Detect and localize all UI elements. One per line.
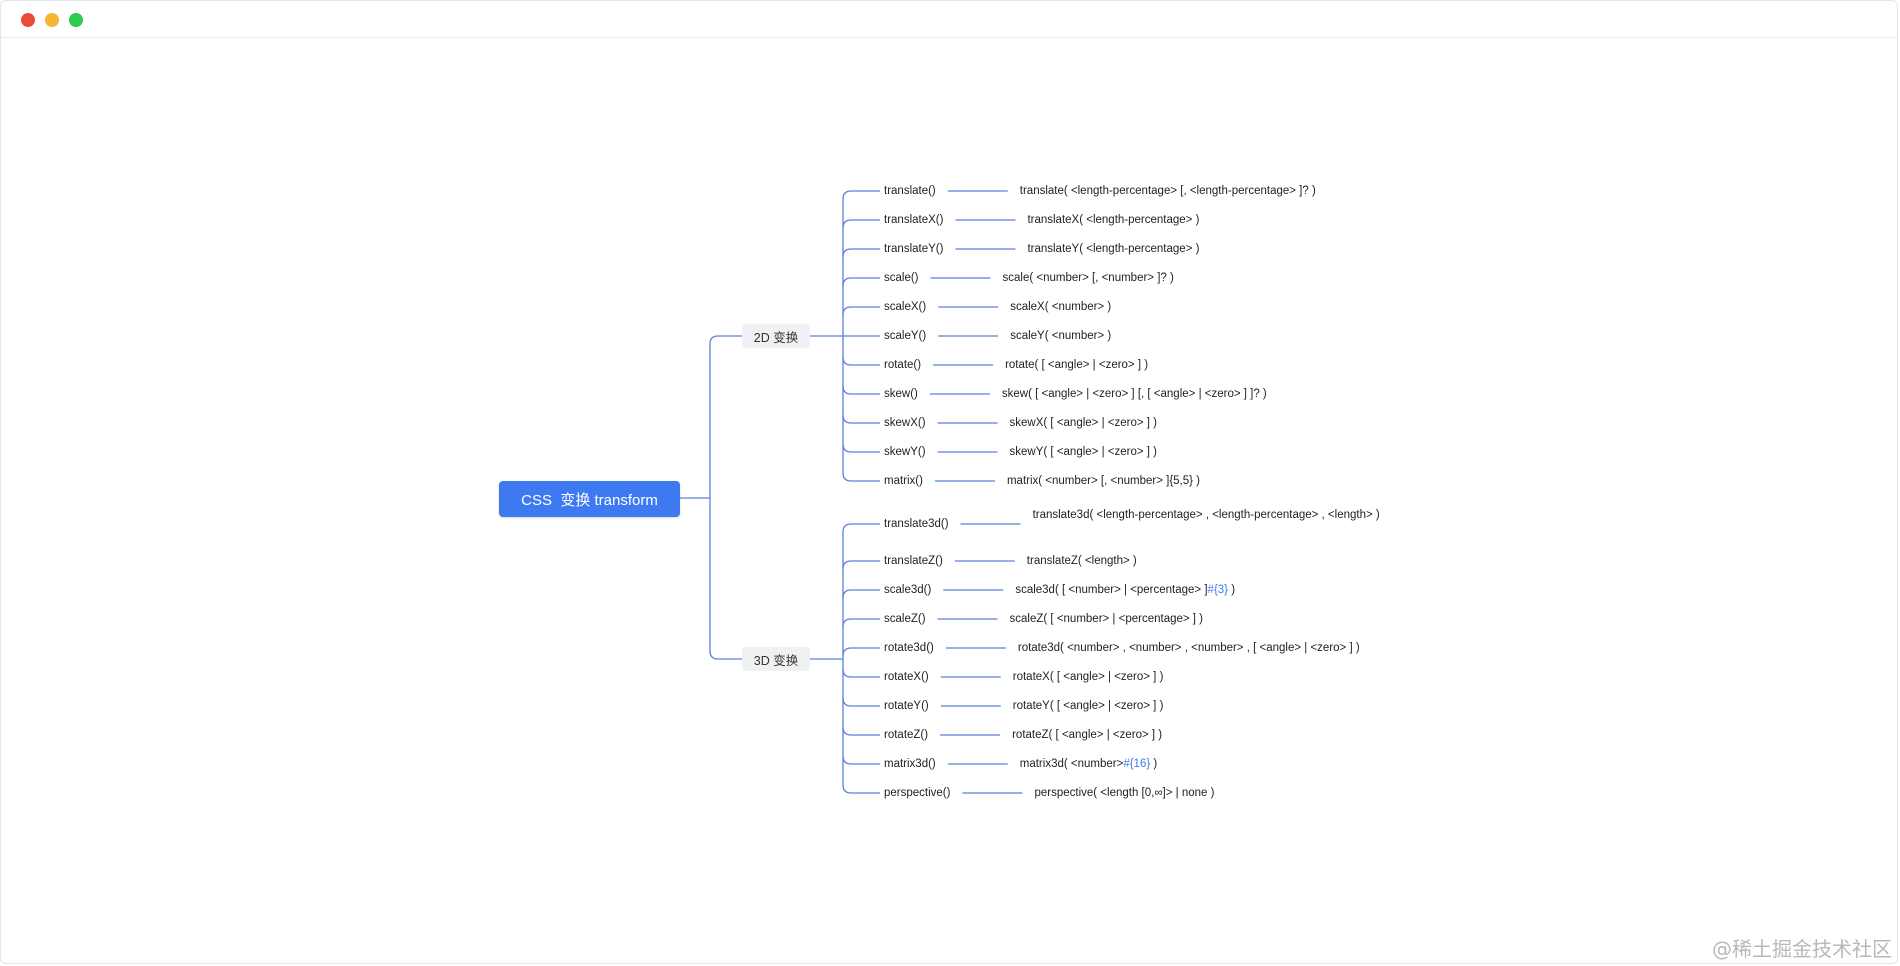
- function-node[interactable]: translate3d(): [884, 518, 949, 530]
- syntax-node[interactable]: scaleX( <number> ): [1010, 298, 1111, 316]
- item-connector: [842, 306, 880, 316]
- syntax-text: rotateX( [ <angle> | <zero> ] ): [1012, 671, 1164, 683]
- item-connector: [842, 697, 880, 707]
- syntax-node[interactable]: matrix3d( <number>#{16} ): [1020, 755, 1157, 773]
- function-node[interactable]: perspective(): [884, 787, 951, 799]
- function-node[interactable]: skewX(): [884, 417, 926, 429]
- syntax-node[interactable]: skewX( [ <angle> | <zero> ] ): [1010, 414, 1157, 432]
- syntax-text: translateY( <length-percentage> ): [1027, 243, 1200, 255]
- function-node[interactable]: rotateX(): [884, 671, 929, 683]
- item-connector: [842, 523, 880, 533]
- syntax-node[interactable]: rotateX( [ <angle> | <zero> ] ): [1013, 668, 1164, 686]
- item-connector: [842, 618, 880, 628]
- syntax-node[interactable]: translateY( <length-percentage> ): [1027, 240, 1199, 258]
- item-connector: [842, 277, 880, 287]
- syntax-text: scaleX( <number> ): [1010, 301, 1112, 313]
- syntax-text: rotateY( [ <angle> | <zero> ] ): [1012, 700, 1164, 712]
- item-connector: [842, 190, 880, 200]
- syntax-node[interactable]: perspective( <length [0,∞]> | none ): [1034, 784, 1214, 802]
- function-node[interactable]: skewY(): [884, 446, 926, 458]
- syntax-highlight: #{3}: [1207, 584, 1229, 596]
- syntax-node[interactable]: skew( [ <angle> | <zero> ] [, [ <angle> …: [1002, 385, 1267, 403]
- item-connector: [842, 726, 880, 736]
- function-node[interactable]: translate(): [884, 185, 936, 197]
- function-node[interactable]: scaleZ(): [884, 613, 926, 625]
- syntax-node[interactable]: translate( <length-percentage> [, <lengt…: [1020, 182, 1316, 200]
- branch-node-3d[interactable]: 3D 变换: [742, 647, 810, 671]
- syntax-tail: ): [1150, 758, 1158, 770]
- syntax-text: matrix( <number> [, <number> ]{5,5} ): [1006, 475, 1201, 487]
- close-window-button[interactable]: [21, 13, 35, 27]
- syntax-node[interactable]: translate3d( <length-percentage> , <leng…: [1033, 506, 1393, 524]
- item-connector: [842, 356, 880, 366]
- syntax-text: scale3d( [ <number> | <percentage> ]: [1015, 584, 1208, 596]
- function-node[interactable]: scale3d(): [884, 584, 932, 596]
- root-node[interactable]: CSS 变换 transform: [499, 481, 680, 517]
- syntax-node[interactable]: rotateZ( [ <angle> | <zero> ] ): [1012, 726, 1162, 744]
- syntax-text: scale( <number> [, <number> ]? ): [1002, 272, 1174, 284]
- syntax-text: scaleZ( [ <number> | <percentage> ] ): [1009, 613, 1204, 625]
- function-node[interactable]: matrix3d(): [884, 758, 936, 770]
- syntax-text: rotateZ( [ <angle> | <zero> ] ): [1012, 729, 1163, 741]
- syntax-node[interactable]: rotateY( [ <angle> | <zero> ] ): [1013, 697, 1164, 715]
- function-node[interactable]: scaleY(): [884, 330, 927, 342]
- syntax-text: scaleY( <number> ): [1010, 330, 1112, 342]
- syntax-text: rotate3d( <number> , <number> , <number>…: [1017, 642, 1360, 654]
- item-connector: [842, 755, 880, 765]
- item-connector: [842, 248, 880, 258]
- function-node[interactable]: translateZ(): [884, 555, 943, 567]
- syntax-text: translate( <length-percentage> [, <lengt…: [1019, 185, 1316, 197]
- syntax-node[interactable]: rotate3d( <number> , <number> , <number>…: [1018, 639, 1360, 657]
- function-node[interactable]: rotateY(): [884, 700, 929, 712]
- syntax-node[interactable]: rotate( [ <angle> | <zero> ] ): [1005, 356, 1148, 374]
- syntax-text: perspective( <length [0,∞]> | none ): [1034, 787, 1215, 799]
- syntax-tail: ): [1228, 584, 1236, 596]
- syntax-node[interactable]: translateX( <length-percentage> ): [1027, 211, 1199, 229]
- syntax-node[interactable]: scaleY( <number> ): [1010, 327, 1111, 345]
- syntax-node[interactable]: skewY( [ <angle> | <zero> ] ): [1010, 443, 1157, 461]
- syntax-text: translateX( <length-percentage> ): [1027, 214, 1200, 226]
- zoom-window-button[interactable]: [69, 13, 83, 27]
- function-node[interactable]: rotate3d(): [884, 642, 934, 654]
- item-connector: [842, 560, 880, 570]
- syntax-text: matrix3d( <number>: [1019, 758, 1124, 770]
- branch-node-2d[interactable]: 2D 变换: [742, 324, 810, 348]
- function-node[interactable]: scale(): [884, 272, 919, 284]
- title-bar: [1, 1, 1897, 38]
- function-node[interactable]: translateX(): [884, 214, 944, 226]
- branch-connector: [709, 335, 742, 498]
- syntax-node[interactable]: matrix( <number> [, <number> ]{5,5} ): [1007, 472, 1200, 490]
- item-connector: [842, 472, 880, 482]
- branch-connector: [709, 498, 742, 660]
- item-connector: [842, 647, 880, 657]
- function-node[interactable]: scaleX(): [884, 301, 927, 313]
- item-connector: [842, 784, 880, 794]
- syntax-node[interactable]: translateZ( <length> ): [1027, 552, 1137, 570]
- function-node[interactable]: translateY(): [884, 243, 944, 255]
- syntax-text: skewX( [ <angle> | <zero> ] ): [1009, 417, 1157, 429]
- syntax-highlight: #{16}: [1123, 758, 1151, 770]
- syntax-text: skew( [ <angle> | <zero> ] [, [ <angle> …: [1001, 388, 1267, 400]
- watermark: @稀土掘金技术社区: [1712, 937, 1892, 961]
- syntax-text: skewY( [ <angle> | <zero> ] ): [1009, 446, 1157, 458]
- function-node[interactable]: skew(): [884, 388, 918, 400]
- item-connector: [842, 414, 880, 424]
- syntax-text: translateZ( <length> ): [1026, 555, 1137, 567]
- item-connector: [842, 443, 880, 453]
- item-connector: [842, 385, 880, 395]
- function-node[interactable]: rotateZ(): [884, 729, 929, 741]
- minimize-window-button[interactable]: [45, 13, 59, 27]
- syntax-node[interactable]: scaleZ( [ <number> | <percentage> ] ): [1010, 610, 1203, 628]
- item-connector: [842, 219, 880, 229]
- function-node[interactable]: matrix(): [884, 475, 923, 487]
- function-node[interactable]: rotate(): [884, 359, 922, 371]
- item-connector: [842, 668, 880, 678]
- item-connector: [842, 589, 880, 599]
- syntax-text: rotate( [ <angle> | <zero> ] ): [1005, 359, 1149, 371]
- syntax-text: translate3d( <length-percentage> , <leng…: [1032, 509, 1380, 521]
- syntax-node[interactable]: scale3d( [ <number> | <percentage> ]#{3}…: [1015, 581, 1235, 599]
- syntax-node[interactable]: scale( <number> [, <number> ]? ): [1003, 269, 1174, 287]
